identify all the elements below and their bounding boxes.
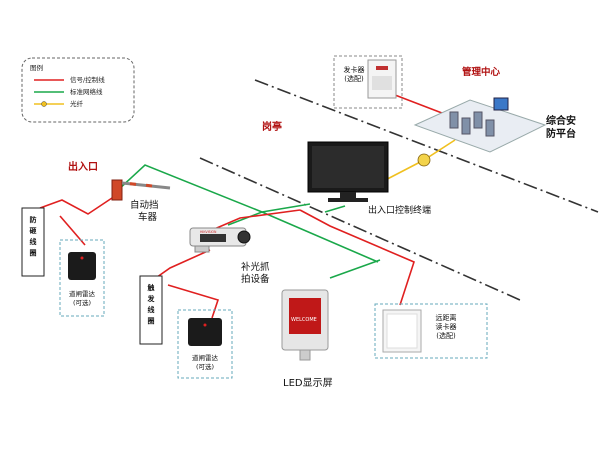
- security-platform-label: 综合安防平台: [546, 114, 576, 140]
- legend-label-network: 标准网络线: [70, 87, 103, 96]
- guard-booth-label: 岗亭: [262, 120, 282, 133]
- radar-1-label: 道闸雷达(可选): [69, 289, 96, 307]
- camera-icon: HIKVISION: [189, 227, 251, 253]
- long-range-reader-label: 远距离读卡器(选配): [436, 313, 457, 340]
- radar-1-frame: [59, 239, 105, 317]
- camera-brand-label: HIKVISION: [200, 230, 217, 234]
- signal-line-coil1-radar: [59, 215, 86, 246]
- radar-1-led-icon: [80, 256, 84, 260]
- barrier-label: 自动挡车器: [130, 199, 159, 223]
- legend-title: 图例: [30, 63, 43, 72]
- led-screen-text: WELCOME: [291, 317, 317, 323]
- signal-line-terminal-reader: [299, 209, 415, 306]
- signal-line-coil2-radar: [167, 284, 220, 319]
- network-line-terminal: [324, 205, 346, 213]
- signal-line-coil1-barrier: [39, 195, 116, 215]
- camera-label: 补光抓拍设备: [241, 261, 270, 285]
- radar-2-label: 道闸雷达(可选): [192, 353, 219, 371]
- network-line-led: [329, 259, 381, 279]
- anti-smash-coil-label: 防砸线圈: [30, 215, 37, 257]
- legend-box: [21, 57, 135, 123]
- fiber-converter-icon: [417, 153, 431, 167]
- network-line-camera-to-screen: [227, 203, 311, 226]
- signal-line-camera-terminal: [211, 209, 301, 231]
- network-line-barrier: [117, 164, 379, 263]
- anti-smash-coil-box: [21, 207, 45, 277]
- trigger-coil-label: 触发线圈: [147, 283, 156, 325]
- radar-1-icon: [68, 252, 96, 280]
- monitor-icon: [307, 141, 389, 202]
- card-issuer-device: [333, 55, 403, 109]
- control-terminal-label: 出入口控制终端: [368, 204, 431, 216]
- legend-label-signal: 信号/控制线: [70, 75, 105, 84]
- barrier-gate-icon: [111, 179, 171, 201]
- led-display-label: LED显示屏: [283, 377, 333, 389]
- radar-2-led-icon: [203, 323, 207, 327]
- server-platform-icon: [413, 97, 547, 153]
- radar-2-icon: [188, 318, 222, 346]
- legend: 图例 信号/控制线 标准网络线 光纤: [21, 57, 135, 123]
- radar-2-frame: [177, 309, 233, 379]
- card-issuer-label: 发卡器(选配): [344, 65, 365, 83]
- entrance-label: 出入口: [68, 160, 98, 173]
- trigger-coil-box: [139, 275, 163, 345]
- legend-label-fiber: 光纤: [70, 99, 84, 108]
- management-center-label: 管理中心: [462, 66, 501, 78]
- reader-face: [386, 313, 418, 349]
- led-display-icon: WELCOME: [281, 289, 329, 361]
- legend-fiber-node-icon: [41, 101, 47, 107]
- zone-divider-bottom: [199, 157, 521, 301]
- zone-divider-top: [254, 79, 599, 213]
- long-range-reader-frame: [374, 303, 488, 359]
